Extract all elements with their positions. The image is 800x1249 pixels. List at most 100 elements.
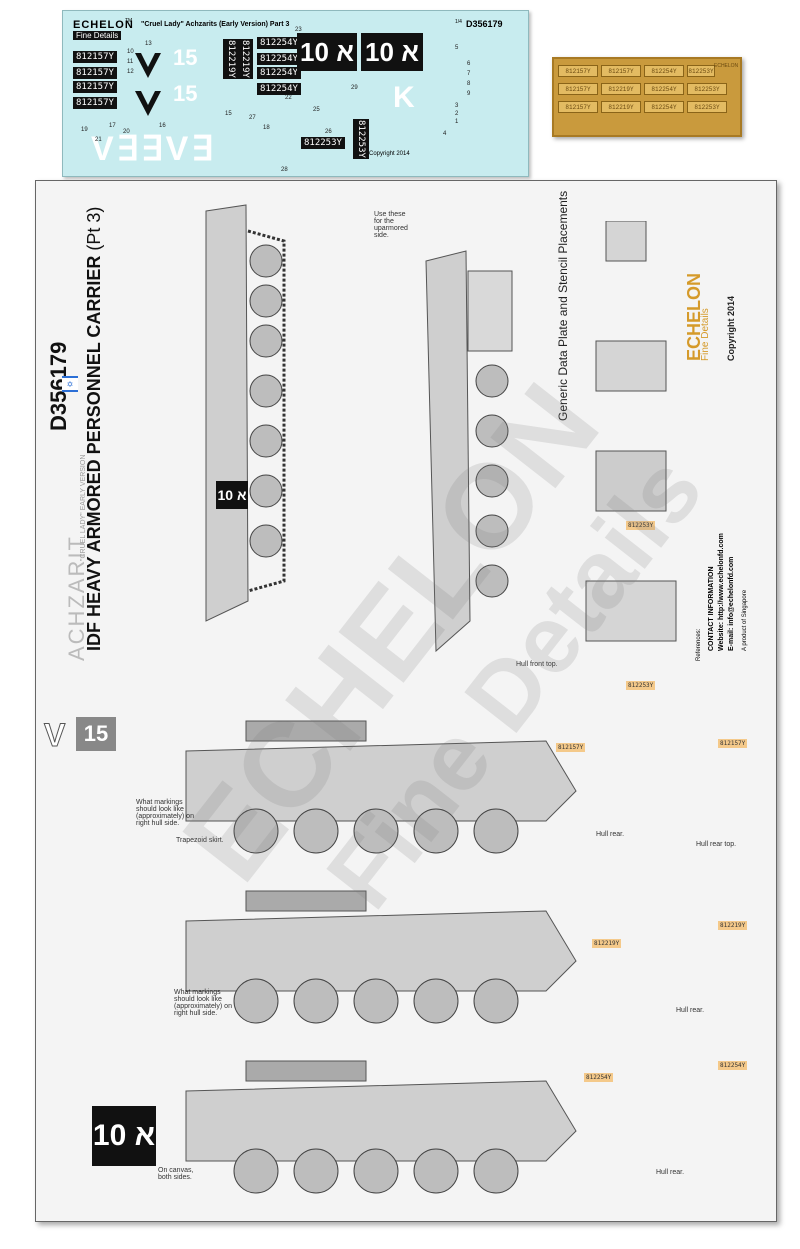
stencil-detail-panels <box>576 220 686 661</box>
part-number: 26 <box>325 129 332 135</box>
contact-website[interactable]: Website: http://www.echelonfd.com <box>718 533 725 651</box>
israel-flag-icon: ✡ <box>62 376 78 392</box>
pe-plate: 812253Y <box>687 101 727 113</box>
vehicle-top-profile-left <box>186 201 286 631</box>
part-number: 7 <box>467 71 471 77</box>
part-number: 25 <box>313 107 320 113</box>
part-number: 16 <box>159 123 166 129</box>
part-number: 20 <box>123 129 130 135</box>
white-letters-decal-right: K <box>393 81 415 114</box>
sheet-title-part: (Pt 3) <box>84 206 104 251</box>
part-number: 23 <box>295 27 302 33</box>
part-number: 4 <box>443 131 447 137</box>
callout-serial: 812219Y <box>718 921 748 930</box>
decal-15-white: 15 <box>173 45 198 70</box>
pe-plate: 812157Y <box>601 65 641 77</box>
pe-plate: 812254Y <box>644 65 684 77</box>
decal-serial: 812254Y <box>257 83 301 95</box>
vehicle-side-view-3 <box>166 1051 586 1211</box>
decal-serial: 812157Y <box>73 97 117 109</box>
tac-mark-decal: א 10 <box>297 33 357 71</box>
part-number: 15 <box>225 111 232 117</box>
pe-plate: 812157Y <box>558 83 598 95</box>
part-number: 12 <box>127 69 134 75</box>
callout-serial: 812157Y <box>718 739 748 748</box>
note-hull-front-top: Hull front top. <box>516 661 558 668</box>
part-number: 29 <box>351 85 358 91</box>
part-number: 6 <box>467 61 471 67</box>
note-use-these: Use these for the uparmored side. <box>374 211 408 239</box>
pe-plate: 812219Y <box>601 83 641 95</box>
note-hull-rear-top: Hull rear top. <box>696 841 737 848</box>
part-number: 3 <box>455 103 459 109</box>
tac-mark-large: א 10 <box>92 1106 156 1166</box>
sheet-subbrand: Fine Details <box>700 308 711 361</box>
tac-mark-on-vehicle: א 10 <box>216 481 248 509</box>
white-letters-decal: V∃∃V∃ <box>91 130 216 168</box>
decal-serial: 812254Y <box>257 37 301 49</box>
pe-plate: 812254Y <box>644 83 684 95</box>
callout-serial: 812254Y <box>584 1073 614 1082</box>
decal-subbrand: Fine Details <box>73 31 122 40</box>
note-canvas: On canvas, both sides. <box>158 1167 194 1181</box>
note-what-markings-1: What markings should look like (approxim… <box>136 799 194 827</box>
decal-serial: 812254Y <box>257 53 301 65</box>
decal-serial: 812253Y <box>301 137 345 149</box>
decal-serial: 812219Y <box>223 39 239 79</box>
note-hull-rear-1: Hull rear. <box>596 831 625 838</box>
part-number: 21 <box>95 137 102 143</box>
part-number: 22 <box>285 95 292 101</box>
tac-mark-decal: א 10 <box>361 33 423 71</box>
note-hull-rear-3: Hull rear. <box>656 1169 685 1176</box>
part-number: 11 <box>127 59 134 65</box>
pe-plate: 812219Y <box>601 101 641 113</box>
callout-serial: 812254Y <box>718 1061 748 1070</box>
part-number: 18 <box>263 125 270 131</box>
part-number: 8 <box>467 81 471 87</box>
vehicle-side-view-2 <box>166 881 586 1041</box>
pe-plate: 812157Y <box>558 65 598 77</box>
note-hull-rear-2: Hull rear. <box>676 1007 705 1014</box>
chevron-decal-black <box>133 43 163 123</box>
vehicle-top-profile-right <box>406 241 516 661</box>
label-15: 15 <box>76 717 116 751</box>
references-label: References: <box>696 628 702 661</box>
decal-sheet: ECHELON TM Fine Details "Cruel Lady" Ach… <box>62 10 529 177</box>
pe-label: ECHELON <box>714 63 739 69</box>
decal-title: "Cruel Lady" Achzarits (Early Version) P… <box>141 21 290 28</box>
instruction-sheet: D356179 ✡ IDF HEAVY ARMORED PERSONNEL CA… <box>35 180 777 1222</box>
sheet-subtitle-name: "CRUEL LADY" EARLY VERSION <box>80 454 87 561</box>
contact-title: CONTACT INFORMATION <box>708 566 715 651</box>
decal-serial: 812157Y <box>73 81 117 93</box>
decal-brand: ECHELON <box>73 19 134 31</box>
decal-serial: 812157Y <box>73 67 117 79</box>
part-number: 13 <box>145 41 152 47</box>
pe-plate: 812253Y <box>687 65 715 77</box>
callout-serial: 812253Y <box>626 521 656 530</box>
origin-text: A product of Singapore <box>742 589 748 651</box>
part-number: 5 <box>455 45 459 51</box>
decal-code: D356179 <box>466 19 503 29</box>
part-number: 19 <box>81 127 88 133</box>
part-number: 28 <box>281 167 288 173</box>
contact-email[interactable]: E-mail: info@echelonfd.com <box>728 556 735 651</box>
part-number: 17 <box>109 123 116 129</box>
chevron-label: V <box>43 717 66 754</box>
note-trapezoid: Trapezoid skirt. <box>176 837 224 844</box>
decal-serial: 812219Y <box>237 39 253 79</box>
decal-tm: TM <box>125 18 133 24</box>
callout-serial: 812219Y <box>592 939 622 948</box>
part-number: 9 <box>467 91 471 97</box>
note-what-markings-2: What markings should look like (approxim… <box>174 989 232 1017</box>
part-number: 10 <box>127 49 134 55</box>
callout-serial: 812157Y <box>556 743 586 752</box>
decal-serial: 812157Y <box>73 51 117 63</box>
decal-copyright: Copyright 2014 <box>369 151 410 157</box>
decal-code-prefix: 1/4 <box>455 19 462 25</box>
decal-15-white: 15 <box>173 81 198 106</box>
photo-etch-fret: 812157Y 812157Y 812254Y 812253Y ECHELON … <box>552 57 742 137</box>
decal-serial: 812254Y <box>257 67 301 79</box>
vehicle-side-view-1 <box>166 711 586 871</box>
part-number: 2 <box>455 111 459 117</box>
callout-serial: 812253Y <box>626 681 656 690</box>
